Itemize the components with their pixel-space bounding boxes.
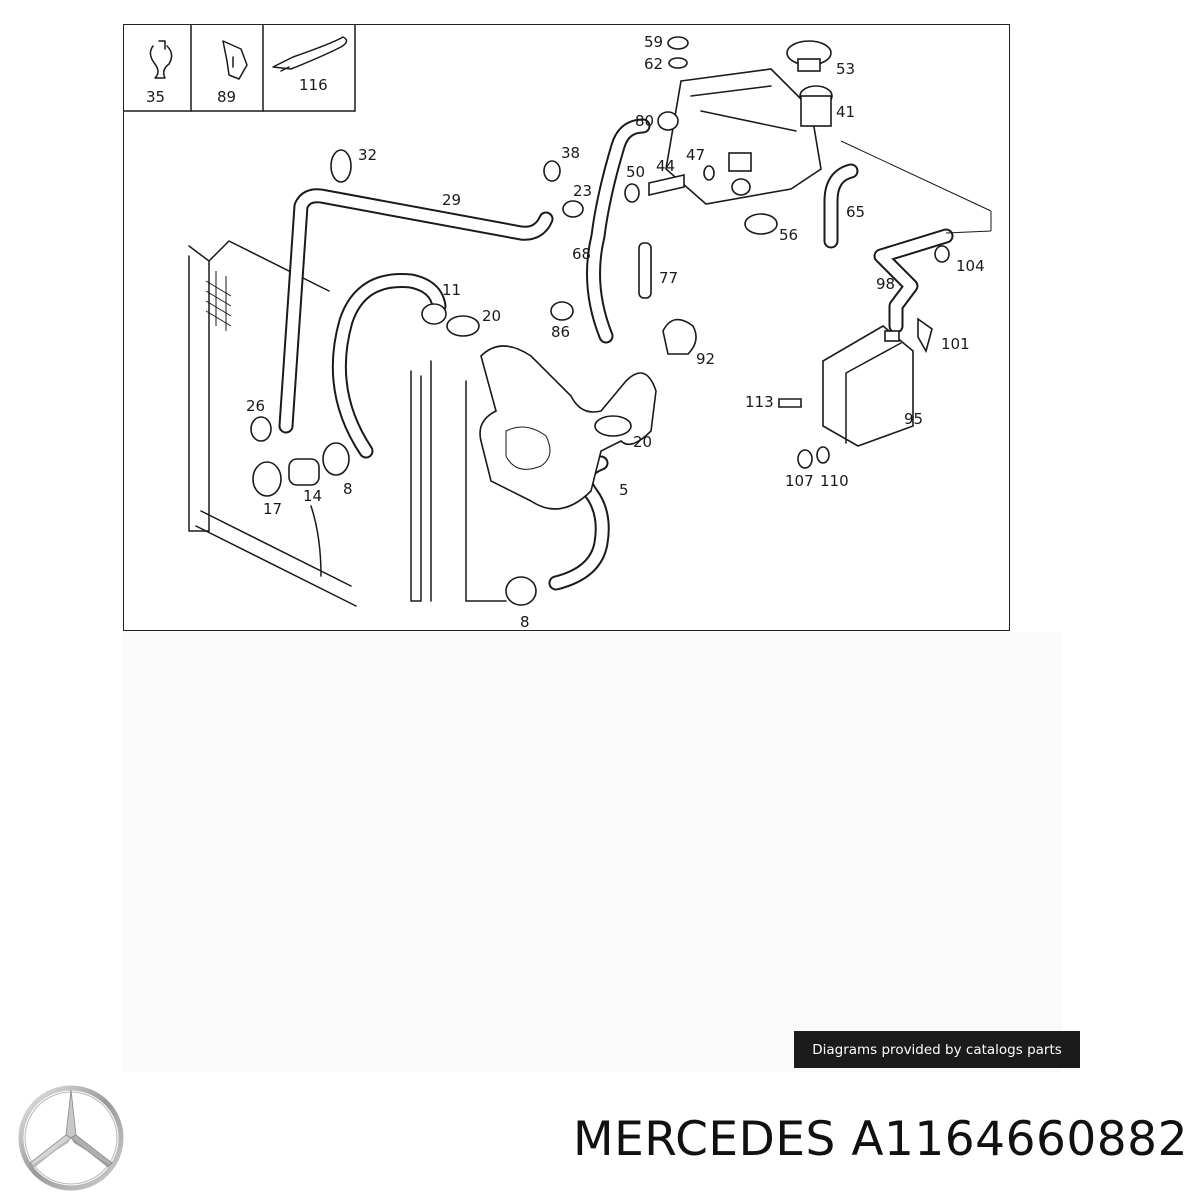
- callout: 20: [482, 307, 501, 325]
- legend-label: 116: [299, 76, 328, 94]
- callout: 38: [561, 144, 580, 162]
- callout: 11: [442, 281, 461, 299]
- radiator: [188, 240, 507, 607]
- callout: 98: [876, 275, 895, 293]
- callout: 8: [520, 613, 530, 630]
- callout: 68: [572, 245, 591, 263]
- reservoir: [822, 325, 914, 447]
- callout: 80: [635, 112, 654, 130]
- part-title: MERCEDES A1164660882: [408, 1112, 1188, 1167]
- callout: 20: [633, 433, 652, 451]
- callout: 44: [656, 157, 675, 175]
- callout: 110: [820, 472, 849, 490]
- callout: 101: [941, 335, 970, 353]
- callout: 56: [779, 226, 798, 244]
- mercedes-star-icon: [18, 1085, 124, 1191]
- leader-lines: [840, 140, 992, 234]
- callout: 77: [659, 269, 678, 287]
- callout: 5: [619, 481, 629, 499]
- legend-label: 35: [146, 88, 165, 106]
- callout: 14: [303, 487, 322, 505]
- callout: 113: [745, 393, 774, 411]
- legend-row: [124, 25, 356, 112]
- part-number: A1164660882: [851, 1112, 1188, 1167]
- brand-name: MERCEDES: [573, 1112, 836, 1167]
- callout: 86: [551, 323, 570, 341]
- callout: 32: [358, 146, 377, 164]
- expansion-tank: [665, 36, 833, 205]
- cooling-system-exploded-view: 35 89 116 59 62 53 41 80 38 50 44 47 32 …: [124, 25, 992, 630]
- callout: 23: [573, 182, 592, 200]
- callout: 65: [846, 203, 865, 221]
- water-pump: [421, 303, 657, 510]
- callout: 62: [644, 55, 663, 73]
- callout: 104: [956, 257, 985, 275]
- callout: 29: [442, 191, 461, 209]
- callout: 95: [904, 410, 923, 428]
- callout: 53: [836, 60, 855, 78]
- callout: 59: [644, 33, 663, 51]
- callout: 47: [686, 146, 705, 164]
- diagram-credit-badge: Diagrams provided by catalogs parts: [794, 1031, 1080, 1068]
- hoses: [278, 118, 954, 591]
- background-panel: [122, 632, 1062, 1072]
- callout: 17: [263, 500, 282, 518]
- callout: 50: [626, 163, 645, 181]
- callout: 41: [836, 103, 855, 121]
- callout: 8: [343, 480, 353, 498]
- callout: 26: [246, 397, 265, 415]
- small-parts: [250, 111, 950, 606]
- callout-labels: 35 89 116 59 62 53 41 80 38 50 44 47 32 …: [146, 33, 985, 630]
- callout: 92: [696, 350, 715, 368]
- callout: 107: [785, 472, 814, 490]
- parts-diagram: 35 89 116 59 62 53 41 80 38 50 44 47 32 …: [123, 24, 1010, 631]
- legend-label: 89: [217, 88, 236, 106]
